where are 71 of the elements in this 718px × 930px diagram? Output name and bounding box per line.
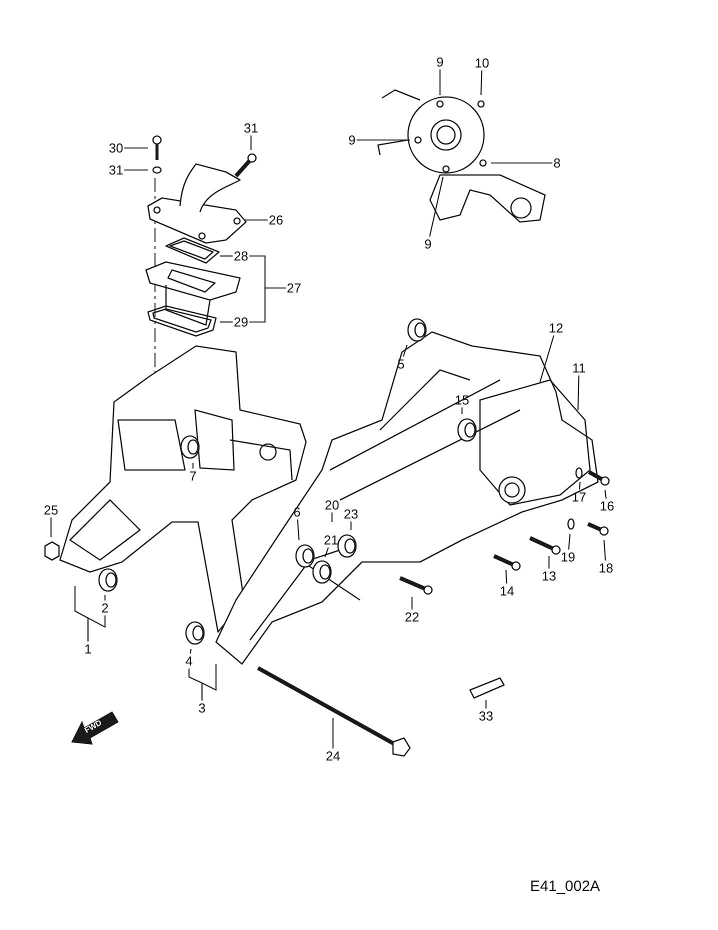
leader-line — [104, 595, 106, 600]
callout-number: 23 — [342, 506, 360, 522]
leader-line — [604, 490, 607, 499]
leader-line — [350, 522, 352, 530]
direction-label: FWD — [82, 718, 104, 735]
callout-number: 29 — [232, 314, 250, 330]
callout-number: 9 — [423, 236, 433, 252]
callout-number: 18 — [598, 560, 614, 576]
leader-line — [192, 463, 194, 468]
callout-number: 19 — [560, 550, 576, 564]
leader-line — [331, 512, 333, 522]
callout-number: 6 — [292, 504, 302, 520]
callout-number: 4 — [184, 654, 194, 668]
leader-line — [461, 408, 463, 414]
callout-number: 13 — [540, 568, 558, 584]
callout-number: 2 — [100, 600, 110, 616]
leader-line — [439, 70, 441, 95]
callout-number: 21 — [322, 532, 340, 548]
leader-line — [603, 540, 606, 561]
callout-number: 33 — [478, 708, 494, 724]
callout-number: 8 — [552, 156, 562, 170]
leader-line — [485, 700, 487, 708]
leader-line — [332, 718, 334, 748]
leader-line — [124, 147, 148, 149]
leader-line — [480, 70, 482, 96]
callout-number: 28 — [232, 248, 250, 264]
callout-number: 25 — [42, 502, 60, 518]
callout-number: 7 — [188, 468, 198, 484]
callout-number: 9 — [435, 54, 445, 70]
leader-line — [402, 344, 408, 357]
leader-line — [429, 176, 444, 237]
callout-number: 5 — [396, 356, 406, 372]
leader-line — [220, 321, 233, 323]
drawing-code: E41_002A — [530, 878, 600, 895]
callout-number: 31 — [108, 162, 124, 178]
callout-number: 10 — [474, 56, 490, 70]
leader-line — [411, 597, 413, 610]
callout-number: 3 — [197, 700, 207, 716]
leader-line — [578, 482, 581, 490]
callout-number: 14 — [498, 584, 516, 598]
callout-number: 16 — [598, 498, 616, 514]
callout-number: 26 — [268, 212, 284, 228]
callout-number: 27 — [286, 280, 302, 296]
leader-line — [324, 547, 329, 558]
callout-number: 20 — [324, 498, 340, 512]
leader-line — [190, 648, 192, 654]
callout-number: 24 — [324, 748, 342, 764]
callout-number: 22 — [404, 610, 420, 624]
leader-line — [539, 335, 554, 382]
callout-number: 17 — [570, 490, 588, 504]
callout-number: 1 — [83, 642, 93, 656]
callout-number: 30 — [108, 140, 124, 156]
callout-number: 11 — [571, 360, 587, 376]
leader-line — [568, 534, 571, 550]
leader-line — [491, 162, 552, 164]
leader-line — [74, 586, 89, 642]
leader-line — [220, 255, 233, 257]
leader-line — [577, 375, 580, 410]
callout-number: 9 — [347, 132, 357, 148]
leader-line — [548, 556, 550, 568]
leader-line — [50, 518, 52, 537]
leader-line — [296, 519, 300, 540]
leader-line — [245, 219, 268, 221]
leader-line — [201, 664, 217, 700]
leader-line — [249, 287, 286, 323]
leader-line — [124, 169, 148, 171]
callout-number: 31 — [242, 120, 260, 136]
leader-line — [356, 139, 410, 141]
callout-number: 12 — [548, 320, 564, 336]
leader-line — [505, 570, 508, 584]
leader-line — [250, 136, 252, 150]
